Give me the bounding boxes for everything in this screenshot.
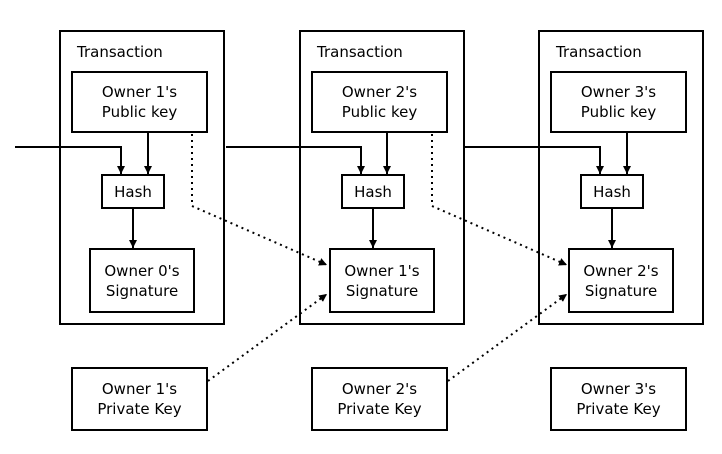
signature-owner-label: Owner 2's	[583, 261, 659, 280]
hash-label: Hash	[114, 182, 152, 201]
hash-box-2: Hash	[341, 174, 405, 209]
transaction-frame-2: Transaction	[299, 30, 465, 325]
signature-box-owner-0: Owner 0's Signature	[89, 248, 195, 313]
private-key-owner-label: Owner 1's	[101, 380, 178, 398]
signature-box-owner-2: Owner 2's Signature	[568, 248, 674, 313]
verify-dotted-arrow-2	[431, 134, 568, 266]
transaction-frame-1: Transaction	[59, 30, 225, 325]
private-key-box-owner-1: Owner 1's Private Key	[71, 367, 208, 431]
transaction-title: Transaction	[556, 43, 642, 61]
public-key-owner-label: Owner 2's	[341, 83, 418, 101]
transaction-title: Transaction	[77, 43, 163, 61]
verify-dotted-arrow-1	[191, 134, 328, 266]
chain-line-in-3	[465, 146, 604, 174]
public-key-box-owner-2: Owner 2's Public key	[311, 71, 448, 133]
signature-label: Signature	[105, 281, 179, 300]
signature-owner-label: Owner 0's	[104, 261, 180, 280]
transaction-frame-3: Transaction	[538, 30, 704, 325]
private-key-label: Private Key	[576, 400, 661, 418]
public-key-label: Public key	[101, 103, 178, 121]
transaction-title: Transaction	[317, 43, 403, 61]
signature-label: Signature	[584, 281, 658, 300]
hash-box-1: Hash	[101, 174, 165, 209]
chain-line-in-2	[226, 146, 365, 174]
public-key-box-owner-1: Owner 1's Public key	[71, 71, 208, 133]
private-key-label: Private Key	[97, 400, 182, 418]
private-key-owner-label: Owner 2's	[341, 380, 418, 398]
hash-label: Hash	[593, 182, 631, 201]
private-key-box-owner-3: Owner 3's Private Key	[550, 367, 687, 431]
hash-label: Hash	[354, 182, 392, 201]
signature-box-owner-1: Owner 1's Signature	[329, 248, 435, 313]
chain-line-in-1	[15, 146, 125, 174]
private-key-owner-label: Owner 3's	[580, 380, 657, 398]
public-key-label: Public key	[341, 103, 418, 121]
private-key-box-owner-2: Owner 2's Private Key	[311, 367, 448, 431]
public-key-owner-label: Owner 1's	[101, 83, 178, 101]
signature-label: Signature	[345, 281, 419, 300]
signature-owner-label: Owner 1's	[344, 261, 420, 280]
sign-dotted-arrow-1	[207, 293, 328, 382]
public-key-owner-label: Owner 3's	[580, 83, 657, 101]
sign-dotted-arrow-2	[447, 293, 568, 382]
hash-box-3: Hash	[580, 174, 644, 209]
private-key-label: Private Key	[337, 400, 422, 418]
public-key-label: Public key	[580, 103, 657, 121]
public-key-box-owner-3: Owner 3's Public key	[550, 71, 687, 133]
